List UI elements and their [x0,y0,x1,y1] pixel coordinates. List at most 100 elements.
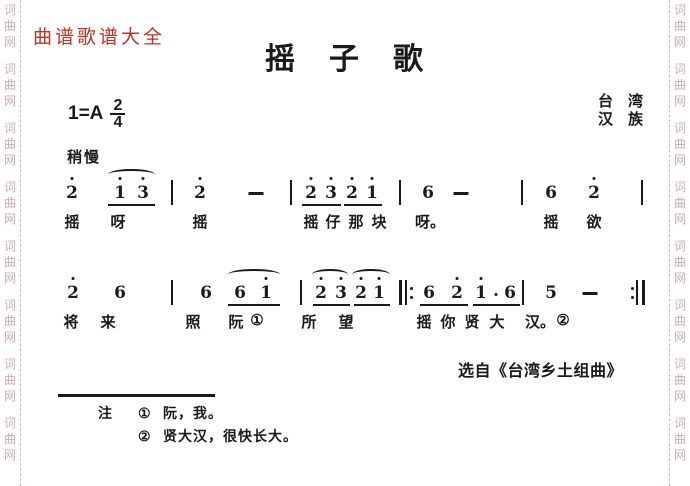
watermark-char: 网 [3,389,16,403]
watermark-char: 词 [3,3,16,17]
key-signature: 1=A 2 4 [68,97,126,131]
lyric: 望 [338,314,354,331]
lyric: 摇 [64,214,80,231]
note: 2 [305,183,317,203]
beam-underline [302,204,341,206]
tempo-marking: 稍慢 [67,149,102,166]
octave-dot [71,277,75,280]
watermark-char: 网 [673,35,686,49]
watermark-char: 曲 [3,19,16,33]
watermark-group: 词曲网 [674,356,686,404]
note: 1 [260,283,272,303]
watermark-char: 词 [673,3,686,17]
beam-underline [228,304,280,306]
lyric: 块 [371,214,387,231]
note: 2 [315,283,327,303]
octave-dot [329,177,333,180]
note: 6 [422,183,434,203]
watermark-char: 网 [673,212,686,226]
watermark-char: 词 [673,298,686,312]
slur [108,169,155,180]
song-title: 摇 子 歌 [265,43,425,76]
note: 3 [325,183,337,203]
note: 3 [335,283,347,303]
watermark-char: 词 [673,62,686,76]
watermark-char: 网 [3,94,16,108]
note: 2 [346,183,358,203]
footnote-marker: ① [138,405,151,421]
watermark-char: 曲 [673,373,686,387]
note: 2 [588,183,600,203]
origin-region: 台 湾 汉 族 [598,93,643,129]
watermark-char: 网 [3,153,16,167]
duration-dash [248,192,264,195]
footnote-text: 阮，我。 [163,405,223,421]
octave-dot [198,177,202,180]
lyric: 摇 [416,314,432,331]
watermark-char: 网 [3,448,16,462]
watermark-char: 词 [3,121,16,135]
note: 6 [200,283,212,303]
repeat-dot [410,296,413,299]
watermark-char: 词 [673,180,686,194]
lyric: 你 [440,314,456,331]
lyric: 将 [63,314,79,331]
footnote-marker: ② [138,428,151,444]
lyric: 欲 [586,214,602,231]
lyric: 摇 [303,214,319,231]
watermark-char: 曲 [3,78,16,92]
note: 6 [234,283,246,303]
watermark-char: 词 [3,416,16,430]
watermark-column-right: 词曲网词曲网词曲网词曲网词曲网词曲网词曲网词曲网 [671,2,689,474]
barline [300,280,302,305]
barline [521,180,523,205]
meter-numerator: 2 [113,97,123,114]
watermark-group: 词曲网 [674,2,686,50]
duration-dash [582,292,598,295]
note: 6 [504,283,516,303]
watermark-group: 词曲网 [4,2,16,50]
octave-dot [309,177,313,180]
watermark-char: 曲 [3,255,16,269]
beam-underline [354,304,390,306]
lyric: 汉。 [524,314,556,331]
watermark-char: 词 [3,62,16,76]
footnote-label: 注 [98,405,112,421]
repeat-begin-thick-bar [399,280,402,305]
watermark-group: 词曲网 [674,238,686,286]
watermark-char: 词 [673,121,686,135]
beam-underline [344,204,382,206]
fraction-bar [110,113,126,115]
repeat-end-thin-bar [636,280,638,305]
barline [641,180,643,205]
watermark-char: 曲 [673,137,686,151]
lyric: 呀。 [414,214,446,231]
beam-underline [108,204,155,206]
lyric: ① [250,312,264,329]
note: 6 [423,283,435,303]
lyric: 大 [489,314,505,331]
note: 6 [114,283,126,303]
watermark-char: 网 [3,35,16,49]
watermark-group: 词曲网 [4,179,16,227]
repeat-dot [410,287,413,290]
watermark-column-left: 词曲网词曲网词曲网词曲网词曲网词曲网词曲网词曲网 [1,2,19,474]
slur [352,269,390,280]
watermark-char: 网 [3,330,16,344]
note: 5 [545,283,557,303]
watermark-char: 曲 [3,314,16,328]
watermark-group: 词曲网 [674,297,686,345]
barline [522,280,524,305]
lyric: ② [556,312,570,329]
watermark-group: 词曲网 [674,415,686,463]
watermark-char: 词 [673,239,686,253]
watermark-char: 网 [673,330,686,344]
beam-underline [473,304,520,306]
barline [399,180,401,205]
watermark-group: 词曲网 [4,415,16,463]
watermark-char: 词 [3,180,16,194]
watermark-group: 词曲网 [4,297,16,345]
watermark-group: 词曲网 [4,61,16,109]
